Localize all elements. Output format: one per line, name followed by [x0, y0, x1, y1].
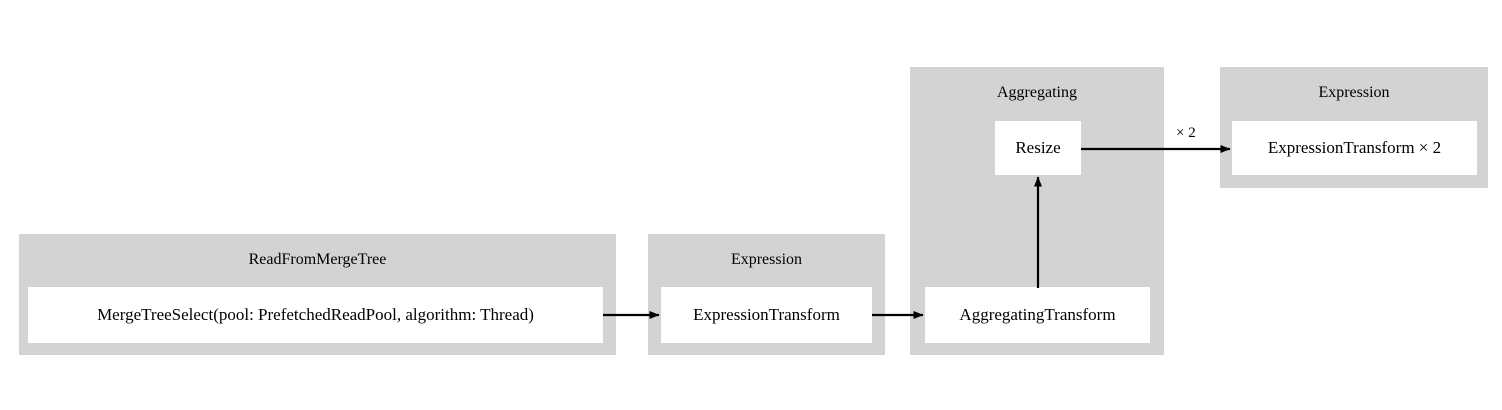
node-label-resize: Resize [1015, 138, 1061, 157]
cluster-title-expression-2: Expression [1318, 84, 1390, 101]
cluster-title-read-from-merge-tree: ReadFromMergeTree [248, 251, 387, 268]
node-aggregating-transform[interactable]: AggregatingTransform [925, 287, 1150, 343]
node-expression-transform[interactable]: ExpressionTransform [661, 287, 872, 343]
cluster-title-expression-1: Expression [730, 251, 803, 268]
node-label-expression-transform: ExpressionTransform [693, 305, 840, 324]
edge-label-resize-to-expressiontransform-x2: × 2 [1176, 125, 1196, 141]
node-merge-tree-select[interactable]: MergeTreeSelect(pool: PrefetchedReadPool… [28, 287, 603, 343]
node-label-merge-tree-select: MergeTreeSelect(pool: PrefetchedReadPool… [97, 305, 534, 324]
node-expression-transform-x2[interactable]: ExpressionTransform × 2 [1232, 121, 1477, 175]
node-label-aggregating-transform: AggregatingTransform [959, 305, 1116, 324]
node-resize[interactable]: Resize [995, 121, 1081, 175]
cluster-title-aggregating: Aggregating [997, 84, 1077, 101]
node-label-expression-transform-x2: ExpressionTransform × 2 [1267, 138, 1442, 157]
